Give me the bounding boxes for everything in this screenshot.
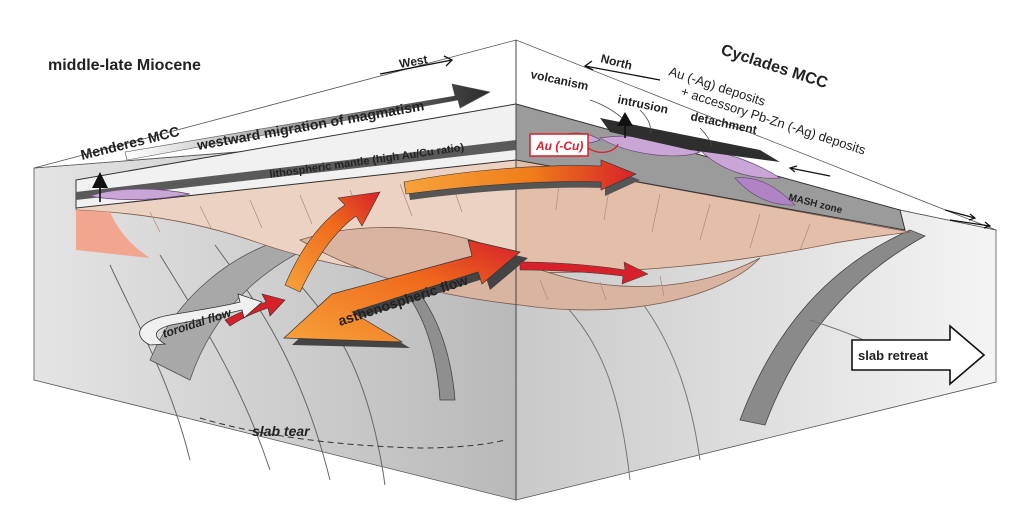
detachment-wedge xyxy=(600,118,780,162)
lithospheric-flow-arrow xyxy=(403,159,637,195)
toroidal-flow-arrow xyxy=(139,293,263,346)
volcano-icon-2 xyxy=(617,112,633,138)
shear-arrows-icon xyxy=(788,165,992,229)
asthenospheric-flow-arrow xyxy=(283,239,521,343)
volcano-icon xyxy=(92,172,108,202)
slab-dark-band-right xyxy=(739,229,926,426)
rising-flow-arrow xyxy=(284,191,381,293)
period-title: middle-late Miocene xyxy=(48,57,201,74)
lithosphere-pink-edge xyxy=(76,210,150,258)
right-flow-arrow xyxy=(519,261,649,285)
au-cu-label: Au (-Cu) xyxy=(535,139,583,153)
slab-retreat-label: slab retreat xyxy=(858,348,929,363)
au-cu-box xyxy=(529,133,589,157)
westward-migration-arrow xyxy=(124,83,491,161)
mash-zone xyxy=(734,177,796,206)
slab-tear-label: slab tear xyxy=(252,423,311,439)
slab-retreat-arrow xyxy=(851,324,986,386)
crust-dark-band xyxy=(76,140,516,200)
slab-tear-line xyxy=(199,417,506,449)
north-direction-arrow xyxy=(583,60,661,81)
au-cu-connector xyxy=(587,143,619,154)
slab-dark-band-mid xyxy=(394,269,456,401)
west-label: West xyxy=(398,52,428,71)
west-direction-arrow xyxy=(379,55,454,75)
label-leader-lines xyxy=(589,99,713,147)
